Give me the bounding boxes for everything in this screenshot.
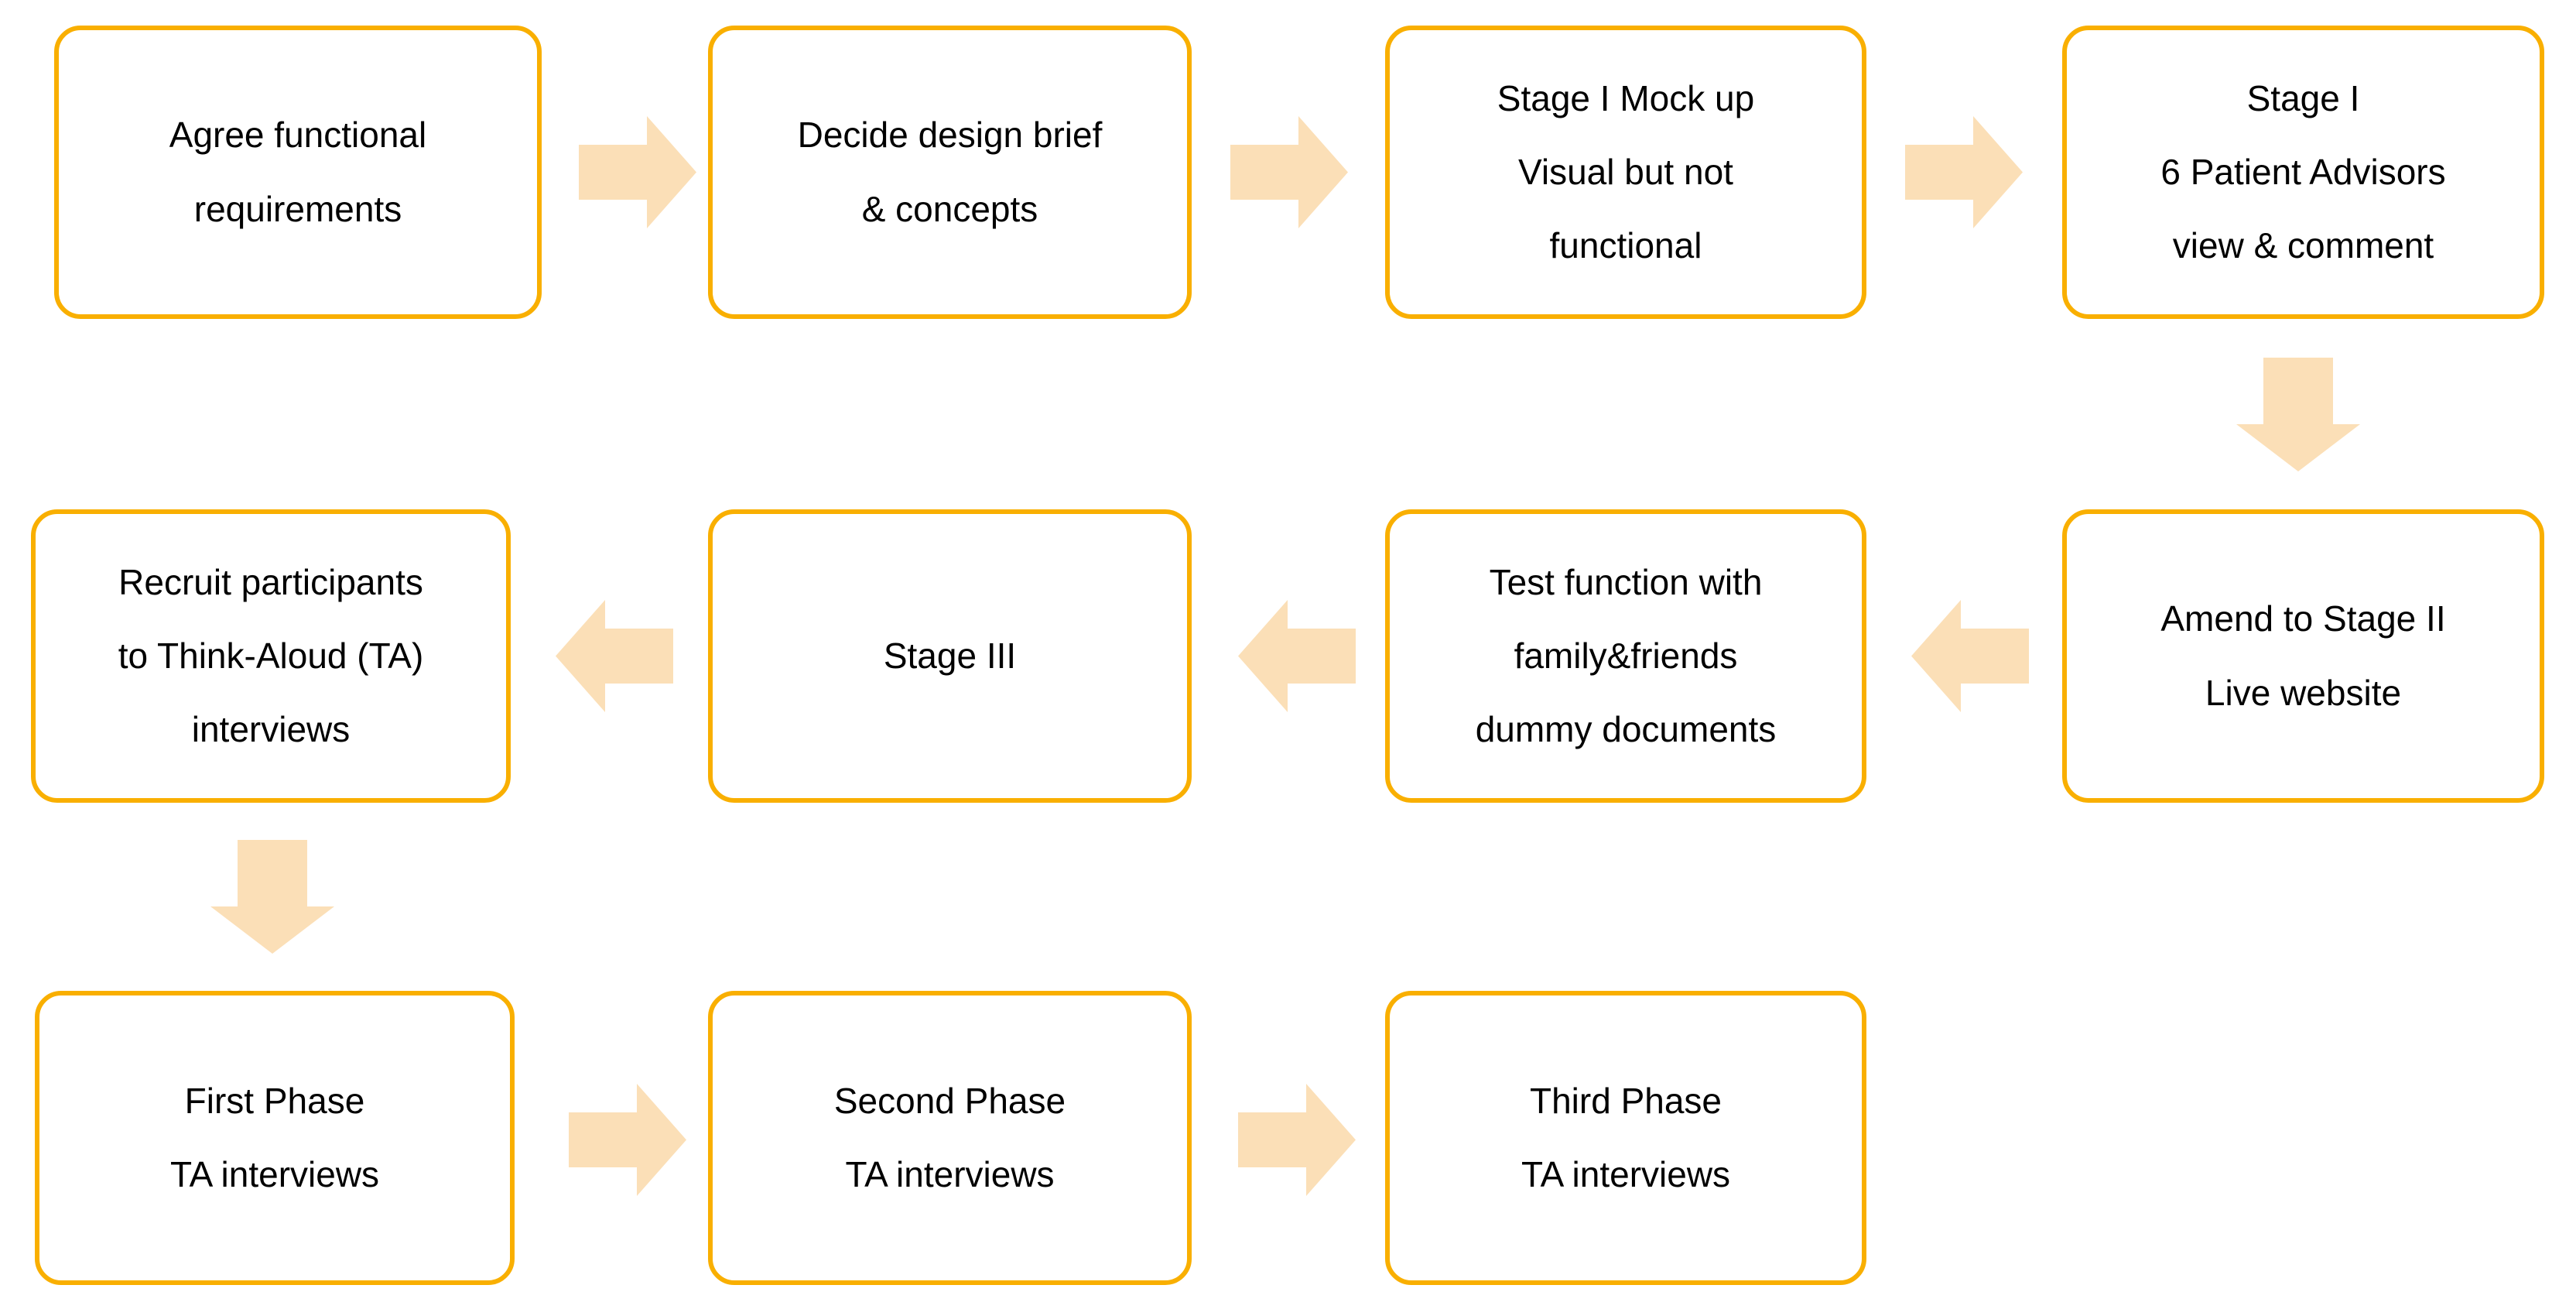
node-text-line: Stage I Mock up <box>1497 77 1755 118</box>
first-phase-box[interactable]: First Phase TA interviews <box>35 991 515 1285</box>
node-text-line: Visual but not <box>1518 151 1733 192</box>
agree-functional-requirements-box[interactable]: Agree functional requirements <box>54 26 542 319</box>
arrow-right-icon <box>1230 116 1348 228</box>
third-phase-box[interactable]: Third Phase TA interviews <box>1385 991 1866 1285</box>
stage-1-patient-advisors-box[interactable]: Stage I 6 Patient Advisors view & commen… <box>2062 26 2544 319</box>
node-text-line: Stage III <box>883 635 1017 676</box>
test-function-box[interactable]: Test function with family&friends dummy … <box>1385 509 1866 803</box>
arrow-right-first-to-second <box>569 1084 686 1196</box>
node-text-line: Second Phase <box>833 1080 1066 1121</box>
node-text-line: interviews <box>191 709 351 750</box>
node-text-line: First Phase <box>184 1080 365 1121</box>
arrow-left-amend-to-test <box>1911 600 2029 712</box>
arrow-left-icon <box>556 600 673 712</box>
arrow-right-icon <box>1238 1084 1356 1196</box>
arrow-right-icon <box>569 1084 686 1196</box>
node-text-line: Agree functional <box>169 115 427 156</box>
amend-to-stage-2-box[interactable]: Amend to Stage II Live website <box>2062 509 2544 803</box>
node-text-line: view & comment <box>2172 225 2434 266</box>
stage-1-mock-up-box[interactable]: Stage I Mock up Visual but not functiona… <box>1385 26 1866 319</box>
arrow-right-icon <box>1905 116 2023 228</box>
node-text-line: TA interviews <box>169 1154 380 1194</box>
node-text-line: functional <box>1549 225 1702 266</box>
node-text-line: 6 Patient Advisors <box>2160 151 2446 192</box>
node-text-line: family&friends <box>1514 635 1738 676</box>
recruit-participants-box[interactable]: Recruit participants to Think-Aloud (TA)… <box>31 509 511 803</box>
node-text-line: Amend to Stage II <box>2160 598 2446 639</box>
arrow-left-icon <box>1238 600 1356 712</box>
node-text-line: to Think-Aloud (TA) <box>118 635 424 676</box>
arrow-down-icon <box>210 840 334 954</box>
node-text-line: dummy documents <box>1475 709 1777 750</box>
second-phase-box[interactable]: Second Phase TA interviews <box>708 991 1192 1285</box>
node-text-line: Recruit participants <box>118 561 423 602</box>
node-text-line: Stage I <box>2246 77 2360 118</box>
arrow-left-test-to-stage3 <box>1238 600 1356 712</box>
node-text-line: Third Phase <box>1529 1080 1722 1121</box>
decide-design-brief-box[interactable]: Decide design brief & concepts <box>708 26 1192 319</box>
arrow-left-stage3-to-recruit <box>556 600 673 712</box>
node-text-line: Decide design brief <box>797 115 1103 156</box>
node-text-line: TA interviews <box>845 1154 1055 1194</box>
node-text-line: & concepts <box>861 188 1038 229</box>
arrow-right-decide-to-mockup <box>1230 116 1348 228</box>
arrow-down-advisors-to-amend <box>2236 358 2360 471</box>
arrow-right-second-to-third <box>1238 1084 1356 1196</box>
arrow-right-agree-to-decide <box>579 116 696 228</box>
arrow-down-icon <box>2236 358 2360 471</box>
arrow-right-icon <box>579 116 696 228</box>
arrow-left-icon <box>1911 600 2029 712</box>
node-text-line: Live website <box>2205 672 2402 713</box>
node-text-line: requirements <box>193 188 402 229</box>
node-text-line: Test function with <box>1489 561 1763 602</box>
arrow-down-recruit-to-first-phase <box>210 840 334 954</box>
stage-3-box[interactable]: Stage III <box>708 509 1192 803</box>
arrow-right-mockup-to-advisors <box>1905 116 2023 228</box>
node-text-line: TA interviews <box>1521 1154 1731 1194</box>
